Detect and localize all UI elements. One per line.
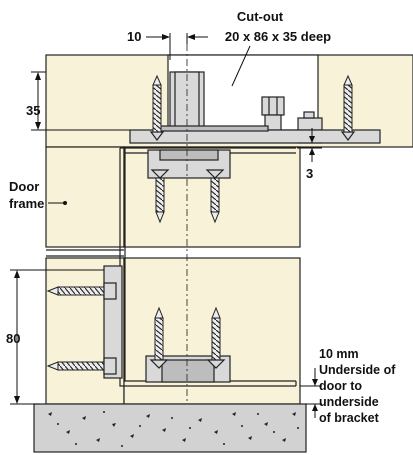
dimension-gap: 3 (297, 128, 322, 181)
clearance-label-1: 10 mm (319, 347, 359, 361)
screw-lower-bearing-left (149, 306, 169, 369)
screw-upper-bearing-left (150, 169, 170, 224)
door-frame-callout: Door frame (9, 179, 67, 211)
dimension-clearance: 10 mm Underside of door to underside of … (300, 347, 396, 425)
screw-upper-bearing-right (205, 169, 225, 224)
dimension-height: 80 (6, 269, 104, 405)
screw-top-left (149, 74, 165, 141)
door-frame-label-1: Door (9, 179, 39, 194)
screw-top-right (340, 74, 356, 141)
adjuster-pin (297, 111, 323, 131)
dimension-height-label: 80 (6, 331, 20, 346)
clearance-label-5: of bracket (319, 411, 380, 425)
dimension-width-label: 10 (127, 29, 141, 44)
concrete-floor (33, 403, 307, 453)
hex-bolt (261, 96, 285, 131)
screw-frame-upper (46, 282, 117, 300)
screw-frame-lower (46, 357, 117, 375)
dimension-depth: 35 (26, 71, 130, 131)
cutout-title: Cut-out (237, 9, 284, 24)
dimension-width: 10 (127, 29, 208, 60)
clearance-label-2: Underside of (319, 363, 396, 377)
clearance-label-3: door to (319, 379, 362, 393)
lower-bearing (145, 355, 231, 383)
cutout-callout: Cut-out 20 x 86 x 35 deep (225, 9, 331, 87)
dimension-gap-label: 3 (306, 166, 313, 181)
clearance-label-4: underside (319, 395, 379, 409)
cutout-dimensions: 20 x 86 x 35 deep (225, 29, 331, 44)
screw-lower-bearing-right (206, 306, 226, 369)
door-frame-upper (45, 146, 125, 248)
door-frame-label-2: frame (9, 196, 44, 211)
dimension-depth-label: 35 (26, 103, 40, 118)
floor (0, 403, 413, 455)
